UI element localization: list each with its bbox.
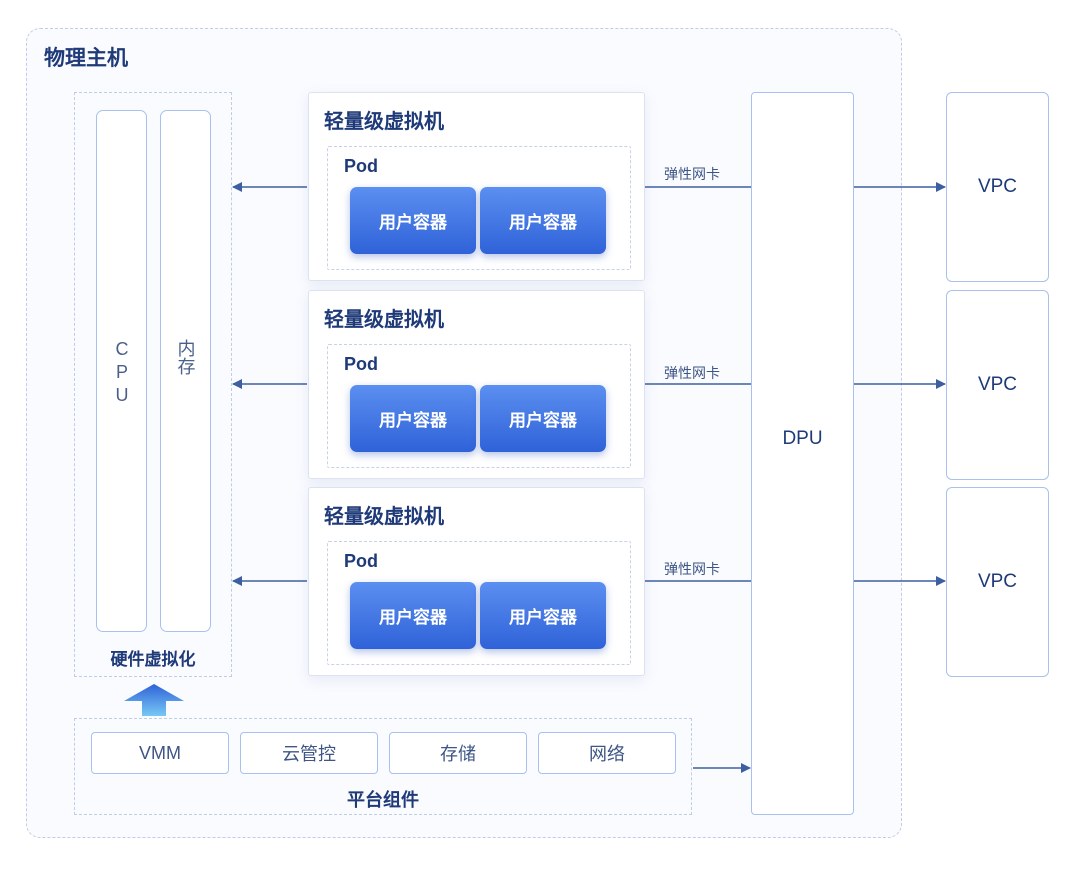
vm-title: 轻量级虚拟机	[324, 506, 444, 528]
dpu-label: DPU	[782, 427, 823, 449]
lightweight-vm-card: 轻量级虚拟机 Pod 用户容器 用户容器	[308, 290, 645, 479]
pod-title: Pod	[344, 551, 378, 571]
cloud-control-component: 云管控	[240, 732, 378, 774]
dpu-block: DPU	[751, 92, 854, 815]
pod-region: Pod 用户容器 用户容器	[327, 146, 631, 270]
elastic-nic-label: 弹性网卡	[664, 166, 720, 182]
user-container: 用户容器	[480, 582, 606, 649]
pod-title: Pod	[344, 354, 378, 374]
cpu-label: CPU	[112, 339, 132, 408]
vmm-component: VMM	[91, 732, 229, 774]
elastic-nic-label: 弹性网卡	[664, 365, 720, 381]
pod-title: Pod	[344, 156, 378, 176]
vm-title: 轻量级虚拟机	[324, 111, 444, 133]
hardware-virtualization-label: 硬件虚拟化	[110, 650, 196, 669]
user-container: 用户容器	[350, 385, 476, 452]
user-container: 用户容器	[480, 385, 606, 452]
storage-component: 存储	[389, 732, 527, 774]
up-arrow-icon	[124, 684, 184, 716]
platform-components-region	[74, 718, 692, 815]
hardware-virtualization-region	[74, 92, 232, 677]
user-container: 用户容器	[480, 187, 606, 254]
platform-components-label: 平台组件	[347, 790, 419, 810]
cpu-block: CPU	[96, 110, 147, 632]
memory-block: 内存	[160, 110, 211, 632]
pod-region: Pod 用户容器 用户容器	[327, 344, 631, 468]
physical-host-title: 物理主机	[44, 47, 128, 70]
user-container: 用户容器	[350, 582, 476, 649]
vpc-box: VPC	[946, 92, 1049, 282]
elastic-nic-label: 弹性网卡	[664, 561, 720, 577]
memory-label: 内存	[175, 339, 196, 375]
user-container: 用户容器	[350, 187, 476, 254]
vpc-label: VPC	[977, 176, 1018, 197]
vpc-box: VPC	[946, 487, 1049, 677]
lightweight-vm-card: 轻量级虚拟机 Pod 用户容器 用户容器	[308, 487, 645, 676]
vpc-box: VPC	[946, 290, 1049, 480]
lightweight-vm-card: 轻量级虚拟机 Pod 用户容器 用户容器	[308, 92, 645, 281]
network-component: 网络	[538, 732, 676, 774]
vpc-label: VPC	[977, 571, 1018, 592]
vm-title: 轻量级虚拟机	[324, 309, 444, 331]
vpc-label: VPC	[977, 374, 1018, 395]
pod-region: Pod 用户容器 用户容器	[327, 541, 631, 665]
